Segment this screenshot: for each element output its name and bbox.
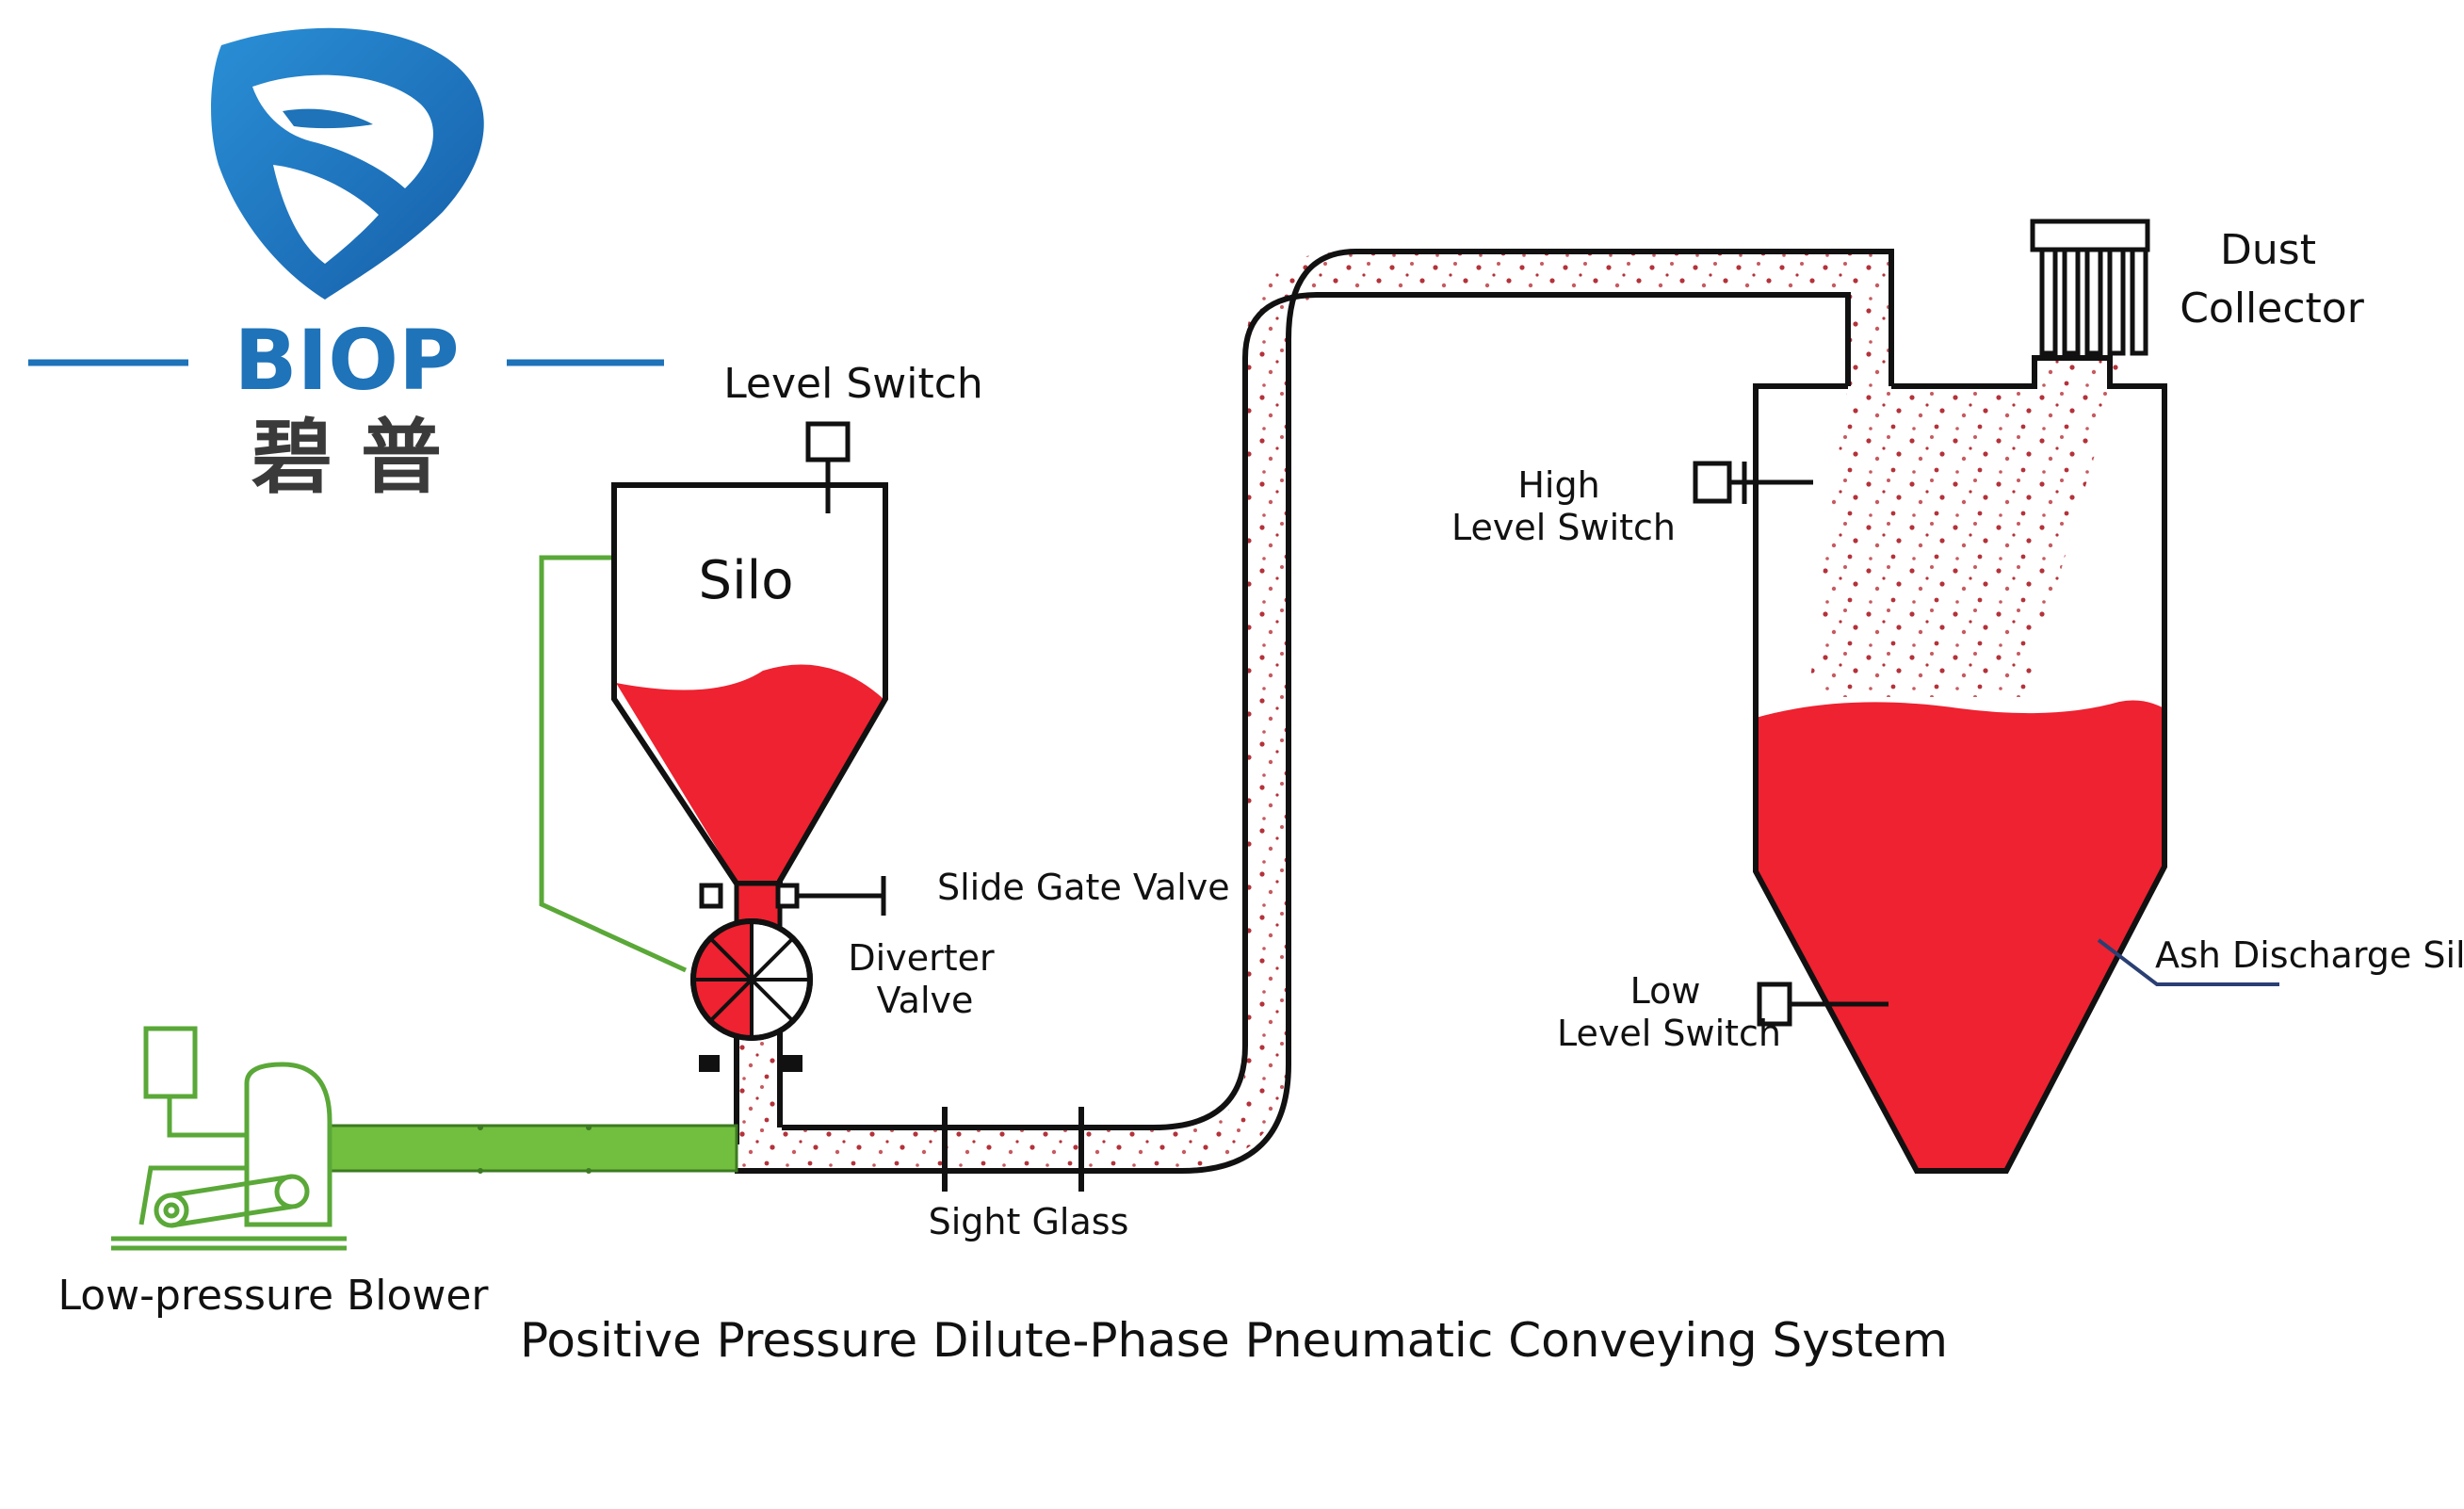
brand-name-cn: 碧 普 [251, 411, 442, 505]
label-slide-gate-valve: Slide Gate Valve [937, 867, 1230, 908]
dust-collector [2030, 219, 2150, 356]
sight-glass-flanges [942, 1107, 1084, 1192]
diagram-caption: Positive Pressure Dilute-Phase Pneumatic… [520, 1313, 1948, 1368]
label-high-level-switch-2: Level Switch [1451, 507, 1676, 548]
label-sight-glass: Sight Glass [929, 1201, 1129, 1242]
high-level-switch [1693, 461, 1813, 504]
brand-name: BIOP [234, 312, 459, 409]
label-low-pressure-blower: Low-pressure Blower [57, 1272, 489, 1320]
label-diverter-valve-1: Diverter [848, 937, 995, 979]
label-level-switch: Level Switch [723, 360, 983, 408]
label-high-level-switch-1: High [1517, 464, 1599, 506]
ash-silo-pointer [2097, 938, 2279, 986]
conveying-pipe [734, 249, 1894, 1174]
label-dust-collector-1: Dust [2220, 226, 2316, 274]
biop-logo: BIOP 碧 普 [28, 27, 664, 505]
label-low-level-switch-2: Level Switch [1557, 1013, 1781, 1054]
label-silo: Silo [699, 550, 794, 611]
air-line [328, 555, 738, 1174]
label-dust-collector-2: Collector [2180, 284, 2365, 333]
diverter-valve [690, 918, 813, 1072]
low-pressure-blower [111, 1026, 347, 1251]
ash-discharge-silo [1753, 355, 2167, 1174]
label-diverter-valve-2: Valve [877, 980, 974, 1021]
low-level-switch [1757, 982, 1889, 1027]
silo-level-switch [805, 421, 851, 513]
biop-logo-emblem [211, 27, 484, 300]
slide-gate-valve [699, 876, 886, 916]
label-ash-discharge-silo: Ash Discharge Silo [2155, 934, 2464, 976]
label-low-level-switch-1: Low [1630, 970, 1701, 1012]
